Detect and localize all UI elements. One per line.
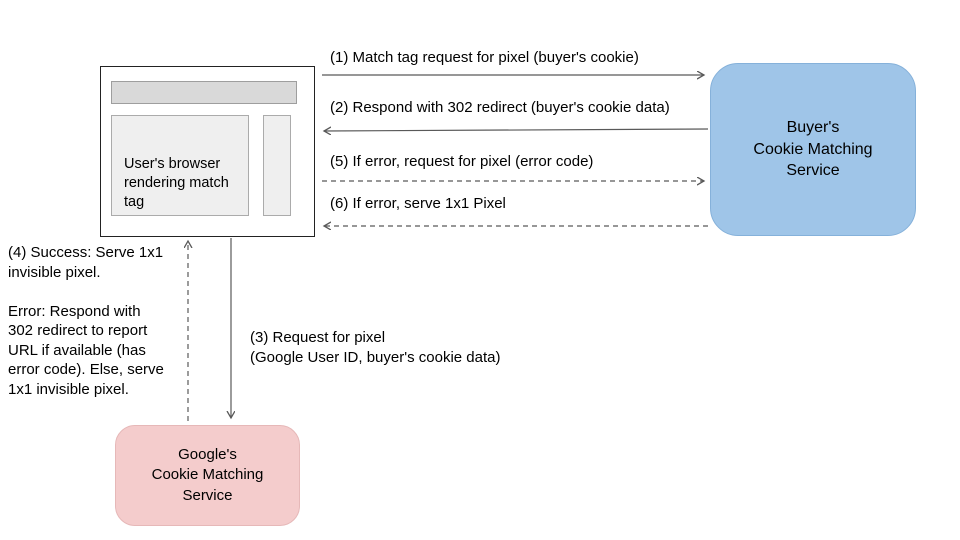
arrow-2-line xyxy=(324,129,709,131)
browser-url-bar xyxy=(111,81,297,104)
google-service-label: Google's Cookie Matching Service xyxy=(151,446,264,504)
arrow-4-label: (4) Success: Serve 1x1 invisible pixel. … xyxy=(8,244,164,398)
google-service-node: Google's Cookie Matching Service xyxy=(115,425,300,526)
browser-window: User's browser rendering match tag xyxy=(100,66,315,237)
browser-label: User's browser rendering match tag xyxy=(124,156,229,211)
browser-side-pane xyxy=(263,115,291,216)
arrow-2-label: (2) Respond with 302 redirect (buyer's c… xyxy=(330,99,670,116)
arrow-1-label: (1) Match tag request for pixel (buyer's… xyxy=(330,49,639,66)
arrow-6-label: (6) If error, serve 1x1 Pixel xyxy=(330,195,506,212)
browser-render-pane: User's browser rendering match tag xyxy=(111,115,249,216)
buyer-service-label: Buyer's Cookie Matching Service xyxy=(753,119,873,180)
buyer-service-node: Buyer's Cookie Matching Service xyxy=(710,63,916,236)
arrow-5-label: (5) If error, request for pixel (error c… xyxy=(330,153,594,170)
arrow-3-label: (3) Request for pixel (Google User ID, b… xyxy=(250,329,501,366)
